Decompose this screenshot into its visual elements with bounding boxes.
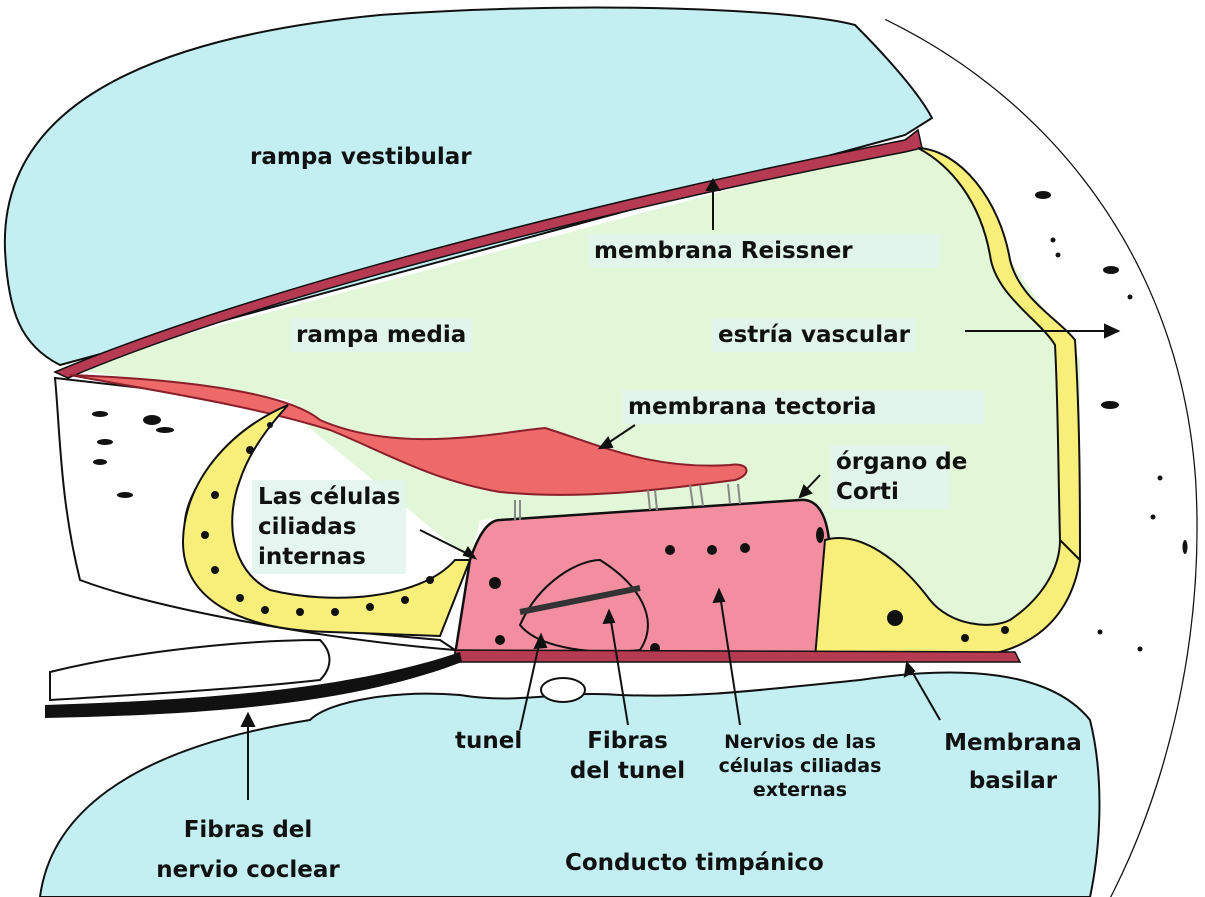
ligament-dots [1035, 191, 1188, 652]
label-conducto-timpanico: Conducto timpánico [565, 850, 824, 876]
label-estria-vascular: estría vascular [712, 318, 916, 352]
label-tunel: tunel [455, 728, 523, 754]
tectorial-membrane [69, 374, 748, 496]
label-cci-line2: ciliadas [258, 514, 357, 540]
label-fibras-tunel: Fibras del tunel [560, 726, 695, 786]
corti-nuclei [489, 527, 1009, 653]
label-membrana-basilar: Membrana basilar [928, 724, 1098, 800]
label-organo-corti-line1: órgano de [836, 449, 968, 475]
label-nervios-line2: células ciliadas [718, 755, 882, 777]
label-celulas-ciliadas-internas: Las células ciliadas internas [252, 480, 407, 574]
pointer-arrows [240, 178, 1121, 800]
cochlear-nerve-fibers [45, 652, 462, 718]
label-membrana-reissner: membrana Reissner [588, 234, 940, 268]
label-fibras-tunel-line1: Fibras [587, 728, 668, 754]
basilar-membrane [454, 649, 1022, 663]
label-fibras-tunel-line2: del tunel [569, 758, 686, 784]
label-organo-corti-line2: Corti [836, 479, 899, 505]
inner-sulcus-nuclei [201, 422, 434, 616]
label-nervio-line1: Fibras del [183, 817, 313, 843]
label-fibras-nervio-coclear: Fibras del nervio coclear [138, 810, 358, 890]
label-basilar-line1: Membrana [944, 730, 1082, 756]
osseous-spiral-lamina [49, 638, 331, 702]
stereocilia [514, 483, 741, 520]
label-cci-line1: Las células [258, 484, 401, 510]
tunnel-of-corti [518, 558, 649, 653]
label-nervios-line1: Nervios de las [724, 731, 876, 753]
label-membrana-tectoria: membrana tectoria [622, 390, 984, 424]
stria-vascularis [917, 147, 1082, 563]
label-rampa-vestibular: rampa vestibular [250, 144, 472, 170]
scala-vestibuli [3, 6, 934, 367]
inner-sulcus-cells [181, 404, 472, 638]
label-basilar-line2: basilar [968, 768, 1058, 794]
label-rampa-media: rampa media [290, 318, 473, 352]
scala-tympani [38, 671, 1101, 897]
tunnel-fibers [519, 585, 641, 615]
label-nervio-line2: nervio coclear [156, 857, 340, 883]
tunnel-space [540, 677, 586, 703]
label-cci-line3: internas [258, 544, 366, 570]
label-organo-corti: órgano de Corti [830, 445, 968, 509]
spiral-ligament [860, 20, 1197, 897]
label-nervios-line3: externas [752, 779, 848, 801]
outer-support-cells [813, 537, 1082, 659]
label-nervios-externas: Nervios de las células ciliadas externas [700, 730, 900, 802]
